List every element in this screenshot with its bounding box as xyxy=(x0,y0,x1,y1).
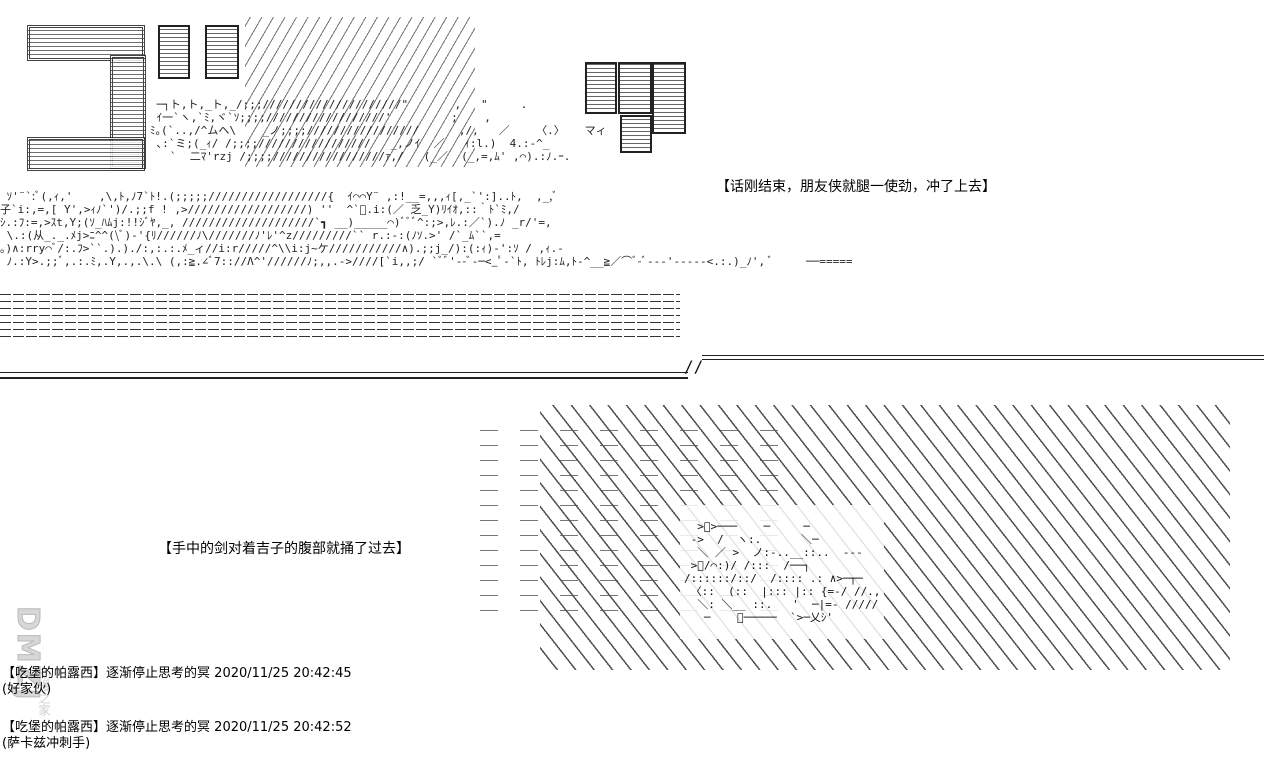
top-ascii-art: ─┐ト,ト,_ト,_/;;;/////////////////////" , "… xyxy=(0,15,853,379)
bottom-panel-caption: 【手中的剑对着吉子的腹部就捅了过去】 xyxy=(158,541,410,557)
comment-timestamp: 2020/11/25 20:42:45 xyxy=(214,666,352,681)
speed-lines xyxy=(245,17,475,167)
comment-item: 【吃堡的帕露西】逐渐停止思考的冥 2020/11/25 20:42:45 (好家… xyxy=(2,666,352,698)
comment-action: 逐渐停止思考的冥 xyxy=(106,666,211,681)
panel-divider-right-2 xyxy=(702,359,1264,360)
sfx-go-dakuten-2 xyxy=(205,25,239,79)
comment-user[interactable]: 【吃堡的帕露西】 xyxy=(2,666,107,681)
comment-user[interactable]: 【吃堡的帕露西】 xyxy=(2,720,107,735)
comment-text: (萨卡兹冲刺手) xyxy=(2,736,91,751)
comment-item: 【吃堡的帕露西】逐渐停止思考的冥 2020/11/25 20:42:52 (萨卡… xyxy=(2,720,352,752)
site-watermark: DMZJ 动漫之家 xyxy=(6,606,52,756)
panel-divider-right-1 xyxy=(702,355,1264,356)
sfx-tsu-block-1 xyxy=(585,62,617,114)
sfx-go-block xyxy=(27,25,145,61)
panel-divider-thin xyxy=(0,372,688,373)
sfx-go-dakuten-1 xyxy=(158,25,190,79)
crowd-art-rows: ｿ'¨`:ﾞ(,ｨ,' ,\,ﾄ,ﾉ7`ﾄ!.(;;;;;///////////… xyxy=(0,190,853,268)
bottom-ascii-art: >ﾞ>─── ─ ─ -> / ヽ:. ＼─ ＼ ／ > ノ:-..__::..… xyxy=(480,405,1240,675)
watermark-logo-text: DMZJ xyxy=(10,606,46,703)
comment-timestamp: 2020/11/25 20:42:52 xyxy=(214,720,352,735)
sfx-go-block-bottom xyxy=(27,137,145,171)
panel-divider-thick-left xyxy=(0,377,688,379)
comment-action: 逐渐停止思考的冥 xyxy=(106,720,211,735)
watermark-subtext: 动漫之家 xyxy=(37,668,51,716)
comment-meta: 【吃堡的帕露西】逐渐停止思考的冥 2020/11/25 20:42:52 xyxy=(2,720,352,736)
comment-text: (好家伙) xyxy=(2,682,52,697)
stab-figure-art: >ﾞ>─── ─ ─ -> / ヽ:. ＼─ ＼ ／ > ノ:-..__::..… xyxy=(680,505,885,639)
sfx-tsu-block-4 xyxy=(620,115,652,153)
sfx-tsu-block-2 xyxy=(618,62,652,114)
comment-meta: 【吃堡的帕露西】逐渐停止思考的冥 2020/11/25 20:42:45 xyxy=(2,666,352,682)
top-panel-caption: 【话刚结束，朋友侠就腿一使劲，冲了上去】 xyxy=(716,179,996,195)
ground-lines xyxy=(0,288,680,343)
panel-divider-slash: // xyxy=(684,357,704,376)
fighter-art-rows: ─┐ト,ト,_ト,_/;;;/////////////////////" , "… xyxy=(150,98,607,163)
sfx-tsu-block-3 xyxy=(652,62,686,134)
